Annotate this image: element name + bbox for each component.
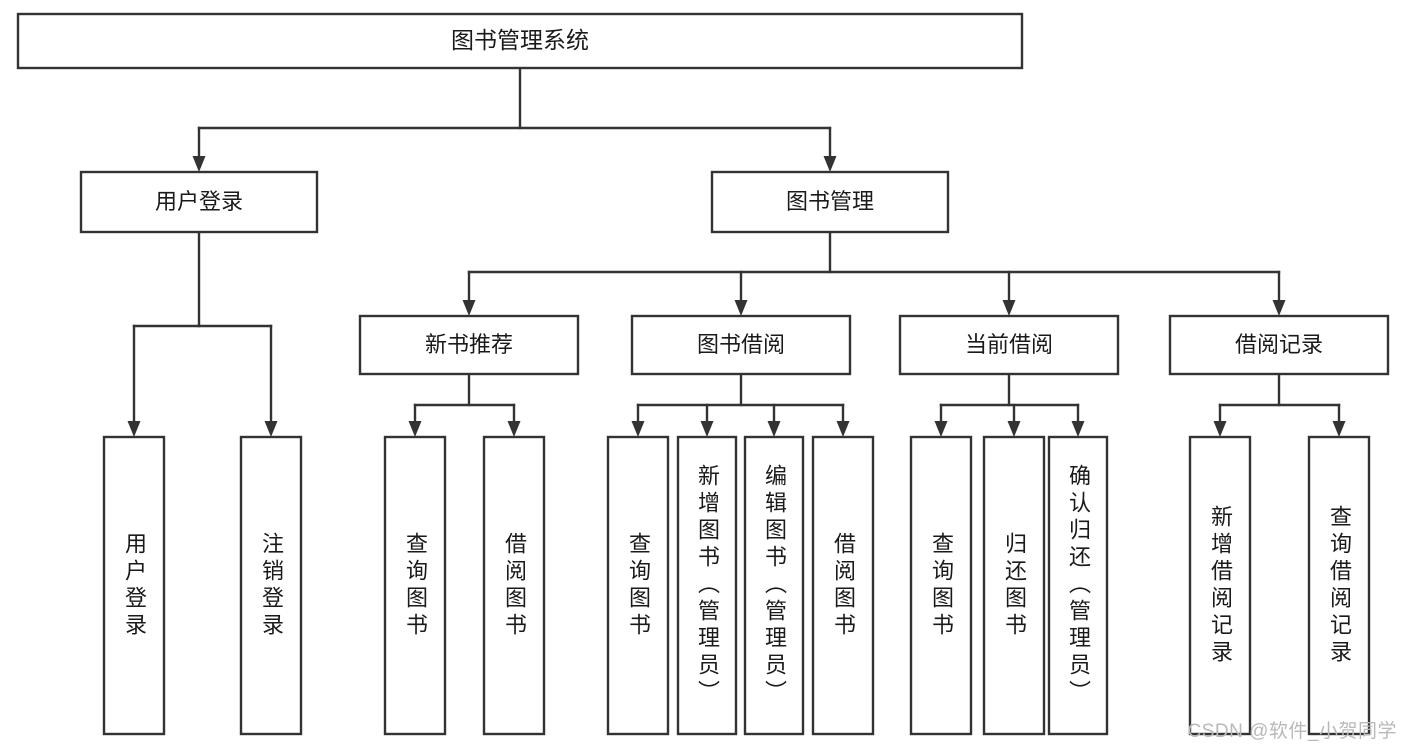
node-label-l2-user-login: 用户登录	[155, 189, 243, 214]
edges-layer	[127, 66, 1346, 437]
node-label-l2-book-manage: 图书管理	[786, 189, 874, 214]
node-l3-current-borrow[interactable]	[898, 314, 1120, 376]
node-leaf-edit-book-admin[interactable]	[743, 435, 805, 736]
node-leaf-add-book-admin[interactable]	[676, 435, 738, 736]
node-l3-borrow-record[interactable]	[1168, 314, 1390, 376]
node-leaf-query-book-current[interactable]	[909, 435, 973, 736]
node-leaf-query-book-borrow[interactable]	[606, 435, 670, 736]
node-label-l3-borrow-record: 借阅记录	[1235, 332, 1323, 357]
edge-root-to-level2-branch-1-arrowhead	[823, 156, 837, 172]
edge-l3-borrow-record-to-leaves-branch-1-arrowhead	[1332, 421, 1346, 437]
node-leaf-confirm-return-admin[interactable]	[1047, 435, 1109, 736]
node-l2-user-login[interactable]	[79, 170, 319, 234]
edge-l3-current-borrow-to-leaves-branch-1-arrowhead	[1007, 421, 1021, 437]
edge-l3-new-book-rec-to-leaves-branch-1-arrowhead	[507, 421, 521, 437]
csdn-watermark: CSDN @软件_小贺同学	[1187, 721, 1397, 742]
edge-book-manage-to-level3-branch-1-arrowhead	[734, 300, 748, 316]
node-leaf-add-borrow-record[interactable]	[1188, 435, 1252, 736]
node-leaf-query-borrow-record[interactable]	[1307, 435, 1371, 736]
node-l3-new-book-rec[interactable]	[358, 314, 580, 376]
node-leaf-borrow-book-rec[interactable]	[482, 435, 546, 736]
edge-book-manage-to-level3-branch-3-arrowhead	[1272, 300, 1286, 316]
node-label-l3-new-book-rec: 新书推荐	[425, 332, 513, 357]
edge-l3-borrow-record-to-leaves-branch-0-arrowhead	[1213, 421, 1227, 437]
edge-book-manage-to-level3-branch-2-arrowhead	[1002, 300, 1016, 316]
node-leaf-query-book-rec[interactable]	[383, 435, 447, 736]
node-label-l3-current-borrow: 当前借阅	[965, 332, 1053, 357]
node-l3-book-borrow[interactable]	[630, 314, 852, 376]
edge-l3-book-borrow-to-leaves-branch-2-arrowhead	[767, 421, 781, 437]
edge-l3-book-borrow-to-leaves-branch-1-arrowhead	[700, 421, 714, 437]
node-label-l3-book-borrow: 图书借阅	[697, 332, 785, 357]
boxes-layer	[16, 12, 1390, 736]
edge-root-to-level2-branch-0-arrowhead	[192, 156, 206, 172]
edge-l3-book-borrow-to-leaves-branch-3-arrowhead	[836, 421, 850, 437]
node-leaf-return-book[interactable]	[982, 435, 1046, 736]
edge-l3-current-borrow-to-leaves-branch-0-arrowhead	[934, 421, 948, 437]
node-label-root: 图书管理系统	[451, 27, 589, 53]
edge-user-login-to-leaves-branch-0-arrowhead	[127, 421, 141, 437]
node-l2-book-manage[interactable]	[710, 170, 950, 234]
edge-book-manage-to-level3-branch-0-arrowhead	[462, 300, 476, 316]
node-leaf-logout[interactable]	[239, 435, 303, 736]
edge-l3-book-borrow-to-leaves-branch-0-arrowhead	[631, 421, 645, 437]
node-root[interactable]	[16, 12, 1024, 70]
edge-user-login-to-leaves-branch-1-arrowhead	[264, 421, 278, 437]
node-leaf-borrow-book[interactable]	[811, 435, 875, 736]
node-leaf-user-login[interactable]	[102, 435, 166, 736]
edge-l3-new-book-rec-to-leaves-branch-0-arrowhead	[408, 421, 422, 437]
edge-l3-current-borrow-to-leaves-branch-2-arrowhead	[1071, 421, 1085, 437]
